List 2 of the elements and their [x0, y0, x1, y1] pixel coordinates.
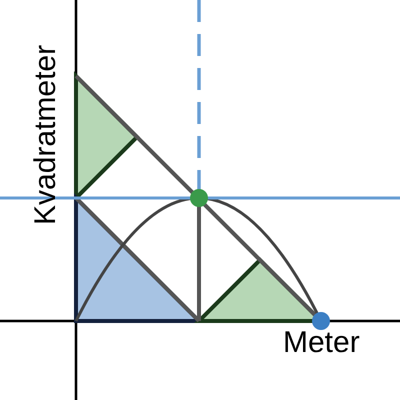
axis-label: Meter — [283, 328, 360, 358]
axis-label: Kvadratmeter — [31, 45, 61, 225]
